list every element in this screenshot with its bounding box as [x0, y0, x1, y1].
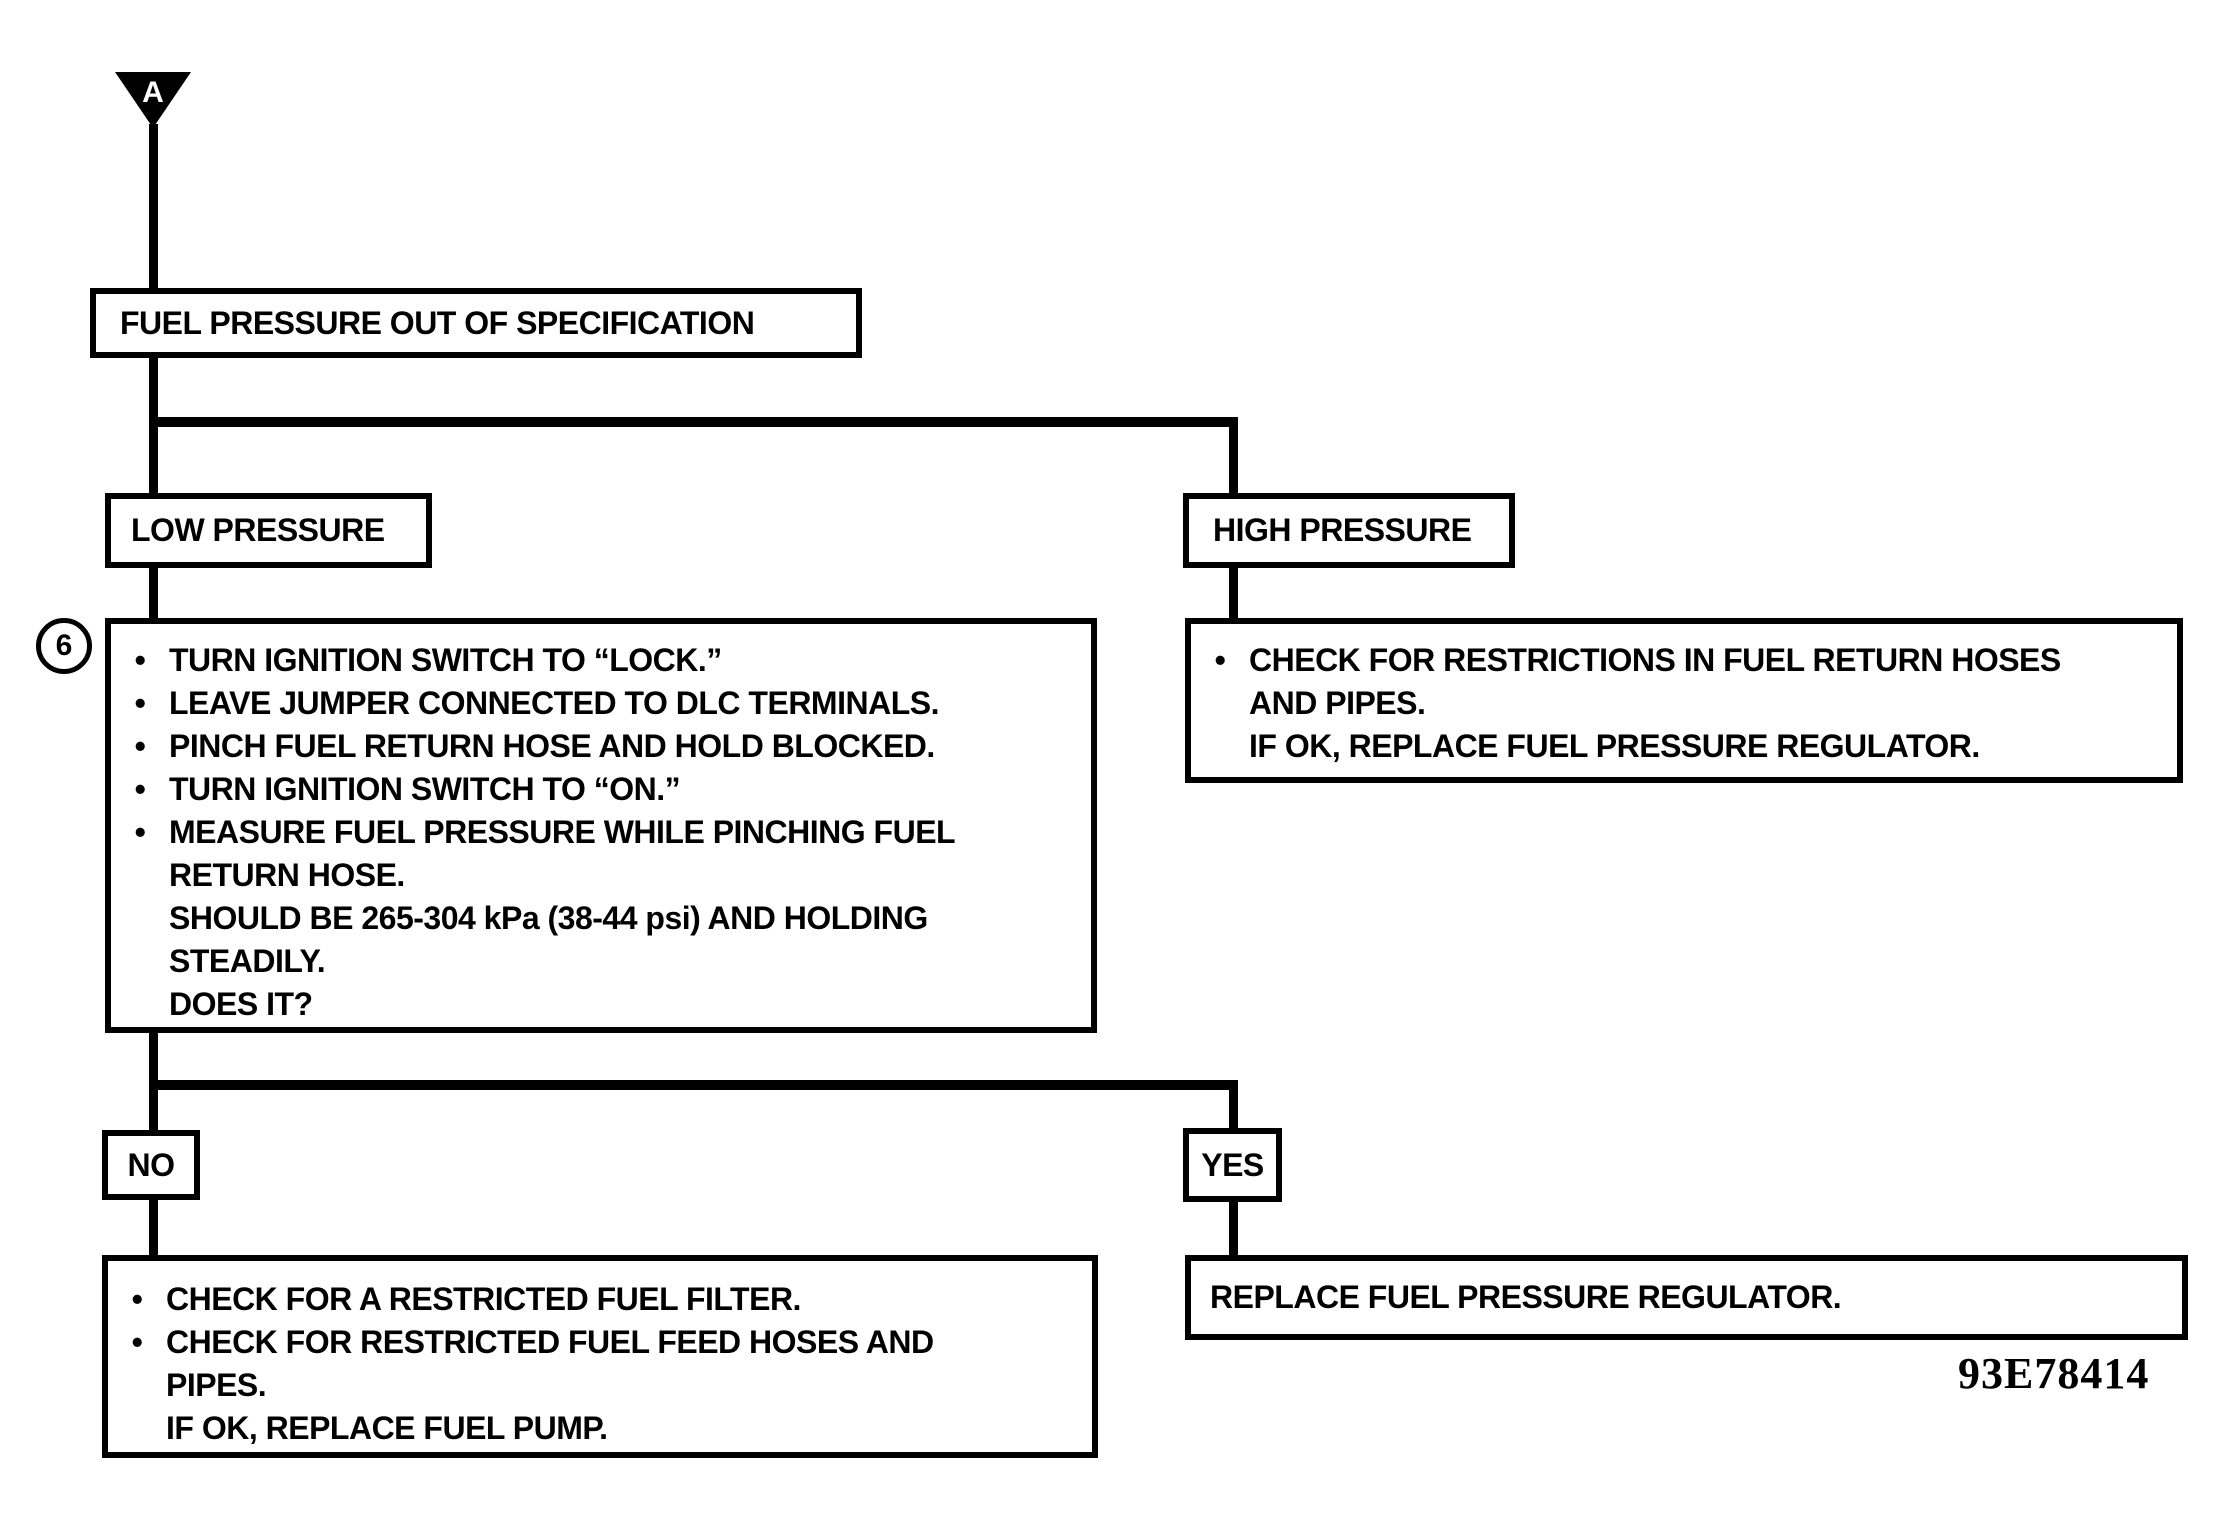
- line-low-to-steps: [149, 566, 158, 620]
- bullet-icon: •: [131, 1324, 143, 1360]
- yes-decision-box: YES: [1183, 1128, 1282, 1202]
- high-pressure-label: HIGH PRESSURE: [1213, 512, 1472, 548]
- bullet-icon: •: [134, 642, 146, 678]
- line-high-to-steps: [1229, 566, 1238, 620]
- no-label: NO: [127, 1146, 176, 1183]
- figure-code: 93E78414: [1958, 1349, 2150, 1398]
- step-line: LEAVE JUMPER CONNECTED TO DLC TERMINALS.: [169, 685, 939, 721]
- low-pressure-branch-box: LOW PRESSURE: [105, 493, 432, 568]
- line-branch-top-horizontal: [149, 417, 1238, 427]
- root-condition-label: FUEL PRESSURE OUT OF SPECIFICATION: [120, 304, 755, 341]
- step-line: DOES IT?: [169, 986, 313, 1022]
- line-no-to-action: [149, 1198, 158, 1257]
- step-line: CHECK FOR RESTRICTIONS IN FUEL RETURN HO…: [1249, 642, 2061, 678]
- root-condition-box: FUEL PRESSURE OUT OF SPECIFICATION: [90, 288, 862, 358]
- line-yes-to-action: [1229, 1200, 1238, 1257]
- step-line: TURN IGNITION SWITCH TO “ON.”: [169, 771, 681, 807]
- connector-a-triangle-icon: A: [115, 72, 191, 128]
- step-line: CHECK FOR A RESTRICTED FUEL FILTER.: [166, 1281, 801, 1317]
- list-item: • LEAVE JUMPER CONNECTED TO DLC TERMINAL…: [129, 682, 1081, 725]
- step-line: MEASURE FUEL PRESSURE WHILE PINCHING FUE…: [169, 814, 956, 850]
- no-result-steps-box: • CHECK FOR A RESTRICTED FUEL FILTER. • …: [102, 1255, 1098, 1458]
- bullet-icon: •: [134, 685, 146, 721]
- high-pressure-steps-box: • CHECK FOR RESTRICTIONS IN FUEL RETURN …: [1185, 618, 2183, 783]
- list-item: • TURN IGNITION SWITCH TO “ON.”: [129, 768, 1081, 811]
- list-item: • CHECK FOR RESTRICTED FUEL FEED HOSES A…: [126, 1321, 1082, 1450]
- low-pressure-label: LOW PRESSURE: [131, 512, 385, 548]
- yes-result-box: REPLACE FUEL PRESSURE REGULATOR.: [1185, 1255, 2188, 1340]
- step-line: AND PIPES.: [1249, 685, 1426, 721]
- step-number-label: 6: [55, 629, 73, 662]
- high-pressure-branch-box: HIGH PRESSURE: [1183, 493, 1515, 568]
- step-line: STEADILY.: [169, 943, 326, 979]
- yes-label: YES: [1201, 1146, 1264, 1183]
- step-line: SHOULD BE 265-304 kPa (38-44 psi) AND HO…: [169, 900, 928, 936]
- line-a-to-root: [149, 124, 158, 290]
- bullet-icon: •: [1214, 642, 1226, 678]
- step-line: IF OK, REPLACE FUEL PRESSURE REGULATOR.: [1249, 728, 1980, 764]
- list-item: • PINCH FUEL RETURN HOSE AND HOLD BLOCKE…: [129, 725, 1081, 768]
- line-decision-to-yes: [1229, 1080, 1238, 1130]
- no-decision-box: NO: [102, 1130, 200, 1200]
- list-item: • TURN IGNITION SWITCH TO “LOCK.”: [129, 639, 1081, 682]
- step-line: IF OK, REPLACE FUEL PUMP.: [166, 1410, 608, 1446]
- step-number-badge: 6: [36, 618, 92, 674]
- yes-result-label: REPLACE FUEL PRESSURE REGULATOR.: [1210, 1279, 1842, 1315]
- step-line: TURN IGNITION SWITCH TO “LOCK.”: [169, 642, 722, 678]
- bullet-icon: •: [134, 814, 146, 850]
- step-line: PINCH FUEL RETURN HOSE AND HOLD BLOCKED.: [169, 728, 935, 764]
- step-line: PIPES.: [166, 1367, 267, 1403]
- bullet-icon: •: [131, 1281, 143, 1317]
- line-decision-horizontal: [149, 1080, 1238, 1090]
- list-item: • MEASURE FUEL PRESSURE WHILE PINCHING F…: [129, 811, 1081, 1026]
- low-pressure-steps-box: • TURN IGNITION SWITCH TO “LOCK.” • LEAV…: [105, 618, 1097, 1033]
- bullet-icon: •: [134, 728, 146, 764]
- list-item: • CHECK FOR RESTRICTIONS IN FUEL RETURN …: [1209, 639, 2167, 768]
- step-line: RETURN HOSE.: [169, 857, 405, 893]
- line-branch-to-high: [1229, 417, 1238, 495]
- step-line: CHECK FOR RESTRICTED FUEL FEED HOSES AND: [166, 1324, 934, 1360]
- bullet-icon: •: [134, 771, 146, 807]
- list-item: • CHECK FOR A RESTRICTED FUEL FILTER.: [126, 1278, 1082, 1321]
- connector-a-label: A: [142, 76, 164, 109]
